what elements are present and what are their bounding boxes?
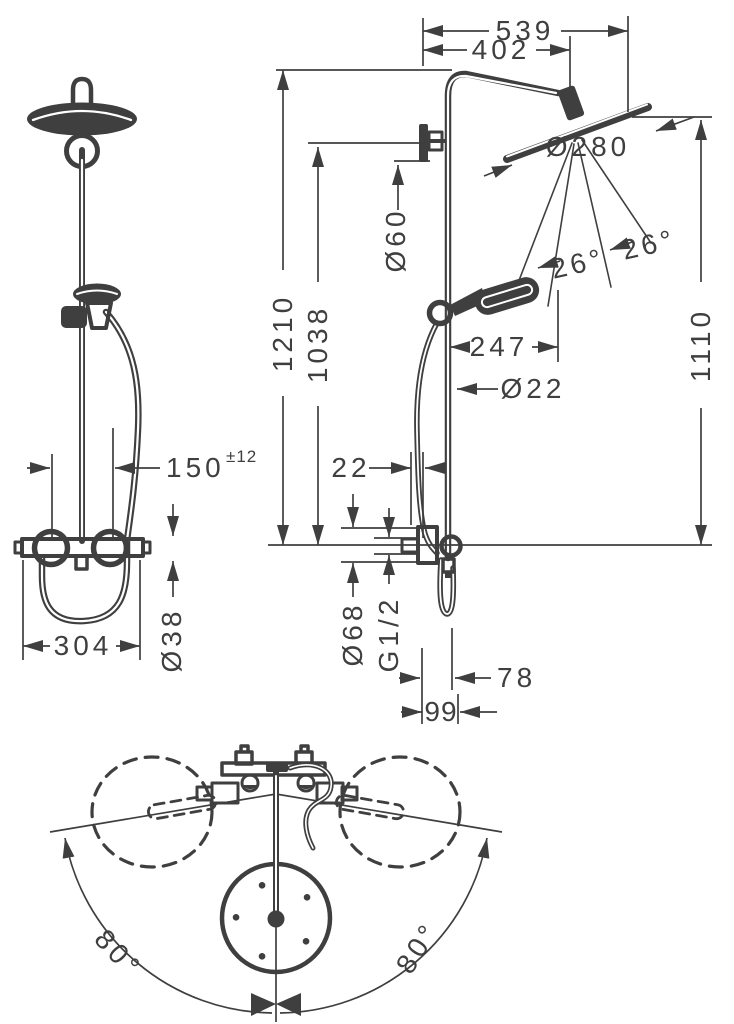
valve-cartridge-left-top (240, 773, 260, 793)
dim-height-total: 1210 (267, 70, 298, 545)
valve-cartridge-shadows (243, 785, 313, 790)
handshower-holder-front (85, 301, 113, 330)
dim-hose-offset: 78 (399, 628, 536, 724)
handshower-swivel-zone-right (338, 755, 462, 869)
thermostat-knob-side (439, 534, 463, 558)
overhead-shower-highlight (31, 109, 133, 122)
spray-fan-lines (512, 139, 652, 307)
handshower-head-face (480, 283, 534, 309)
label-1110: 1110 (685, 308, 716, 382)
pipe-cap-top (266, 762, 288, 772)
head-connector (557, 85, 585, 121)
arrow-right-angle (609, 237, 633, 251)
edge-lines (341, 527, 417, 563)
label-tolerance: ±12 (226, 447, 257, 466)
handle-position-left (147, 793, 217, 821)
pipe-hub-top (267, 910, 285, 928)
dim-height-head: 1110 (685, 120, 716, 545)
dim-escutcheon-diameter: Ø68 (337, 494, 417, 666)
swivel-angle-left-label: 80° (88, 923, 148, 984)
label-d60: Ø60 (380, 208, 411, 273)
hose-loop-side-core (439, 559, 455, 615)
dim-thermostat-diameter: Ø38 (156, 504, 187, 672)
arrow-left (483, 164, 513, 178)
dim-thermostat-width: 304 (22, 560, 141, 661)
label-247: 247 (470, 331, 529, 362)
label-22: 22 (331, 452, 370, 483)
label-26-right: 26° (619, 223, 679, 265)
label-d280: Ø280 (546, 131, 631, 162)
thermostat-outlet-front (74, 554, 89, 571)
label-150: 150 (166, 452, 225, 483)
swivel-arc-left (62, 837, 273, 1014)
label-1210: 1210 (267, 294, 298, 372)
dim-bracket-diameter: Ø60 (380, 160, 430, 273)
arc-meeting-arrow-left (251, 993, 276, 1016)
swivel-angle-right-label: 80° (390, 916, 446, 978)
overhead-shower-front (27, 102, 137, 136)
dim-thread: G1/2 (373, 508, 417, 672)
thermostat-knob-right (90, 528, 130, 568)
label-g12: G1/2 (373, 596, 404, 673)
label-402: 402 (472, 34, 531, 65)
label-99: 99 (424, 696, 457, 727)
label-d38: Ø38 (156, 608, 187, 673)
side-blocks (195, 781, 359, 805)
overhead-shower-side-split (506, 103, 648, 158)
handshower-top-front (73, 283, 121, 305)
wall-bracket-clamp (427, 130, 444, 152)
shower-hose-front (38, 308, 142, 625)
dim-height-bracket: 1038 (302, 147, 333, 545)
dim-total-width: 539 (422, 15, 629, 112)
label-78: 78 (497, 662, 536, 693)
top-view: 80° 80° (49, 744, 503, 1022)
dim-arm-projection: 402 (423, 34, 571, 120)
dim-supply-spacing: 150 ±12 (27, 428, 257, 537)
side-view (400, 70, 652, 617)
shower-pipe-side-core (446, 74, 558, 554)
hose-outlet-top-core (289, 764, 332, 849)
valve-cartridge-right-top (296, 773, 316, 793)
arrow-right (655, 116, 695, 132)
label-d22: Ø22 (501, 373, 566, 404)
outlet-nipple-side (445, 571, 452, 578)
handle-position-right (335, 793, 405, 821)
front-view (13, 76, 152, 625)
dim-head-diameter: Ø280 (483, 116, 695, 178)
shower-hose-side (414, 320, 440, 556)
label-539: 539 (496, 15, 555, 46)
dim-wall-offset: 22 (331, 452, 446, 538)
overhead-shower-side (503, 103, 652, 163)
dim-outlet-offset: 99 (401, 694, 497, 727)
dim-pipe-diameter: Ø22 (457, 373, 566, 404)
label-d68: Ø68 (337, 602, 368, 667)
dim-handshower-reach: 247 (450, 290, 559, 362)
edge-lines (374, 537, 417, 555)
arc-meeting-arrow-right (276, 993, 301, 1016)
dimension-annotations: 539 402 Ø280 26° 26° Ø60 1210 (22, 15, 716, 727)
label-304: 304 (54, 630, 113, 661)
thermostat-end-caps (13, 540, 152, 555)
holder-ring-side (426, 299, 454, 327)
label-1038: 1038 (302, 305, 333, 383)
arrow-left-angle (537, 256, 561, 269)
handshower-top-highlight (76, 289, 118, 295)
extension-lines (51, 428, 114, 537)
thermostat-knob-left (31, 528, 71, 568)
extension-lines (410, 452, 424, 538)
handshower-head-side (474, 277, 540, 315)
holder-knob (61, 306, 87, 328)
handshower-swivel-zone-left (90, 755, 214, 869)
swivel-arc-right (279, 837, 490, 1014)
shower-hose-side-core (415, 322, 438, 554)
top-knob (70, 76, 94, 109)
